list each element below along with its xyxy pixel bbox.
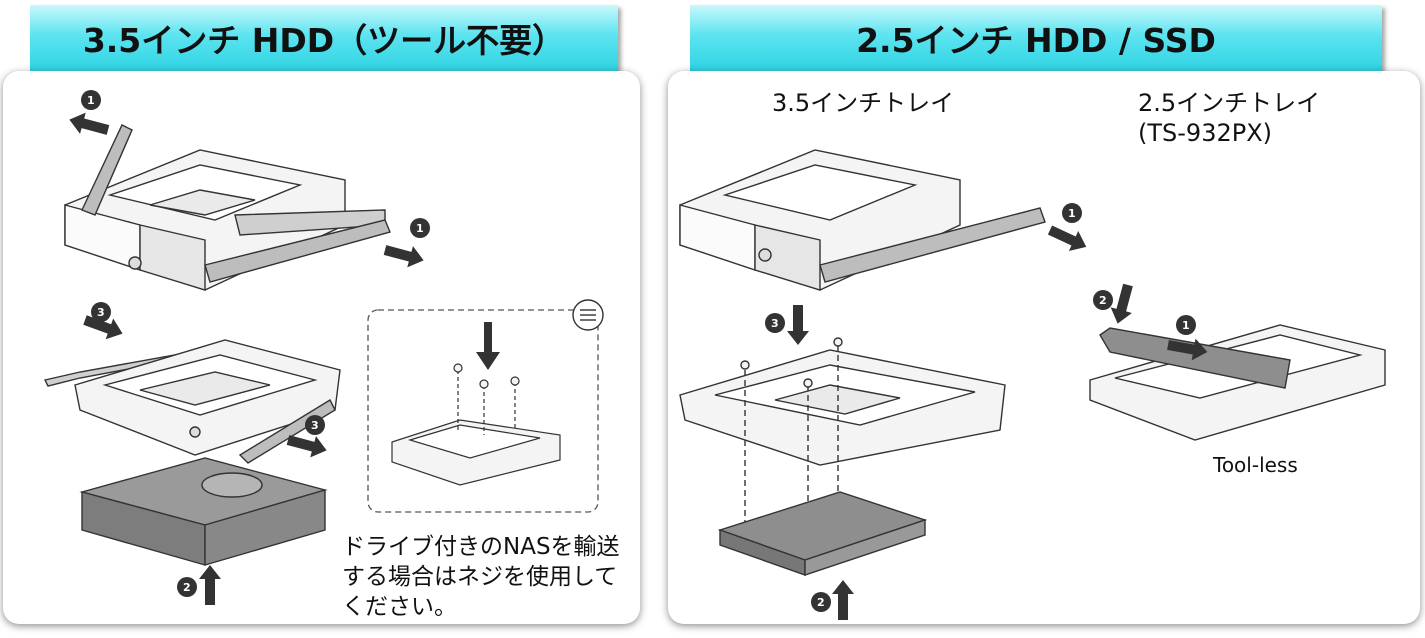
- step-number: 3: [771, 317, 779, 330]
- step-badge-2: 2: [177, 577, 197, 597]
- right-panel-title: 2.5インチ HDD / SSD: [856, 21, 1216, 60]
- tray-25-model-line: (TS-932PX): [1138, 119, 1273, 147]
- left-panel-title: 3.5インチ HDD（ツール不要）: [82, 21, 566, 60]
- tray-35-label: 3.5インチトレイ: [772, 89, 955, 117]
- step-number: 2: [817, 596, 825, 609]
- left-panel-title-banner: 3.5インチ HDD（ツール不要）: [30, 5, 618, 71]
- step-badge-3c: 3: [765, 313, 785, 333]
- step-badge-1b: 1: [410, 218, 430, 238]
- screw-shipping-note: ドライブ付きのNASを輸送 する場合はネジを使用して ください。: [342, 532, 620, 622]
- drive-25-illustration: [717, 491, 928, 576]
- step-number: 2: [1099, 294, 1107, 307]
- note-line: ドライブ付きのNASを輸送: [342, 534, 620, 560]
- tray-35-right-illustration: [679, 149, 1046, 291]
- right-panel-title-banner: 2.5インチ HDD / SSD: [690, 5, 1382, 71]
- step-badge-1a: 1: [81, 90, 101, 110]
- step-badge-3a: 3: [91, 302, 111, 322]
- step-number: 1: [87, 94, 95, 107]
- step-badge-1d: 1: [1176, 315, 1196, 335]
- step-number: 1: [416, 222, 424, 235]
- tray-35-with-25-drive-illustration: [679, 337, 1006, 560]
- step-badge-2c: 2: [1093, 290, 1113, 310]
- step-badge-1c: 1: [1062, 203, 1082, 223]
- screw-arrow-icon: [476, 322, 500, 370]
- tray-25-label: 2.5インチトレイ (TS-932PX): [1138, 88, 1320, 148]
- tray-35-top-illustration: [64, 124, 391, 291]
- tray-25-toolless-illustration: [1089, 324, 1386, 441]
- tray-25-label-line: 2.5インチトレイ: [1138, 89, 1321, 117]
- step-number: 3: [311, 419, 319, 432]
- toolless-label: Tool-less: [1213, 453, 1298, 477]
- step-badge-3b: 3: [305, 415, 325, 435]
- screw-option-box: [367, 299, 604, 513]
- note-bubble-icon: [572, 299, 604, 331]
- note-line: する場合はネジを使用して: [342, 564, 618, 590]
- step-number: 2: [183, 581, 191, 594]
- tray-35-middle-illustration: [43, 339, 341, 464]
- note-line: ください。: [342, 594, 457, 620]
- step-badge-2b: 2: [811, 592, 831, 612]
- step-number: 1: [1182, 319, 1190, 332]
- hdd-35-illustration: [79, 457, 328, 566]
- tray-with-screws-illustration: [391, 363, 561, 486]
- step-number: 3: [97, 306, 105, 319]
- step-number: 1: [1068, 207, 1076, 220]
